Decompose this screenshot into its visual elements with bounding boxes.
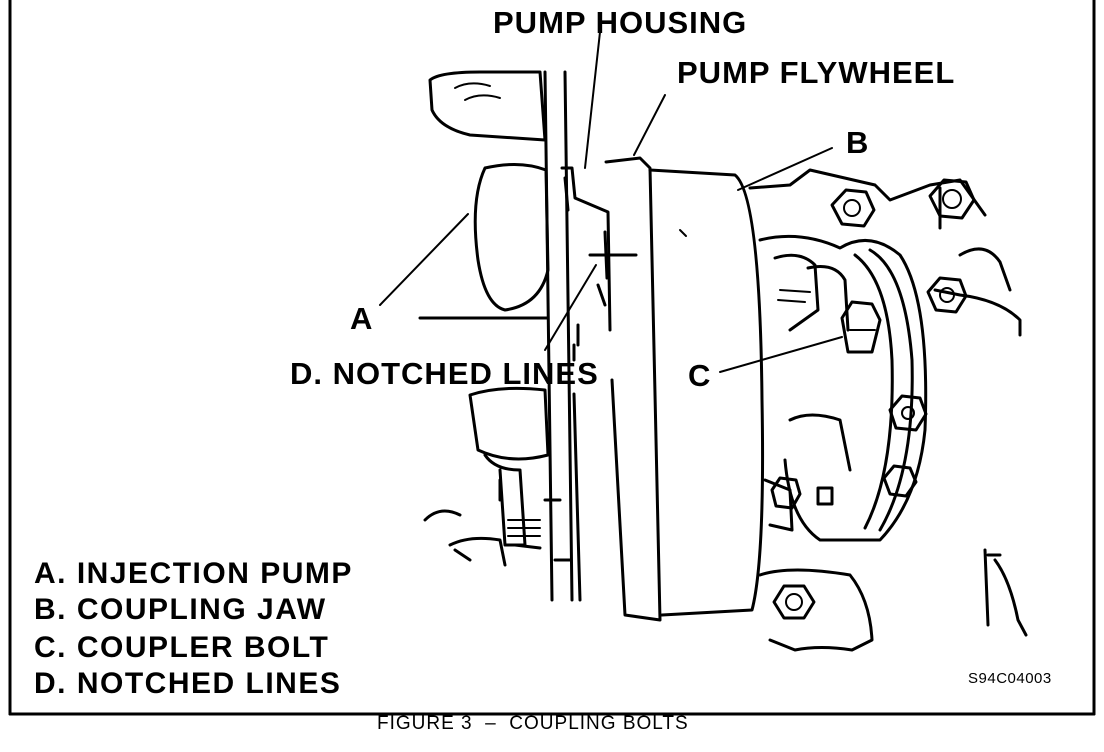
leader-c — [719, 336, 843, 373]
bolt-top-left — [830, 188, 876, 228]
legend-item-d: D. NOTCHED LINES — [34, 667, 341, 700]
figure-caption: FIGURE 3 – COUPLING BOLTS — [377, 713, 689, 734]
pump-housing-drawing — [560, 166, 638, 602]
callout-b-label: B — [846, 125, 869, 160]
bolt-bottom-right — [882, 464, 918, 498]
callout-a-label: A — [350, 301, 373, 336]
pump-flywheel-drawing — [604, 156, 765, 622]
legend: A. INJECTION PUMP B. COUPLING JAW C. COU… — [34, 557, 353, 700]
legend-item-c: C. COUPLER BOLT — [34, 631, 329, 664]
bolt-bottom-left — [770, 476, 802, 510]
legend-item-b: B. COUPLING JAW — [34, 593, 327, 626]
bolt-top-right — [928, 178, 976, 220]
callout-c-label: C — [688, 358, 711, 393]
leader-d — [544, 264, 597, 351]
notched-lines-label: D. NOTCHED LINES — [290, 356, 599, 391]
leader-b — [737, 147, 833, 191]
leader-lines — [379, 31, 843, 373]
legend-item-a: A. INJECTION PUMP — [34, 557, 353, 590]
injection-pump-drawing — [418, 70, 574, 602]
pump-flywheel-label: PUMP FLYWHEEL — [677, 55, 955, 90]
bolt-lower-middle — [888, 394, 928, 432]
coupler-bolt — [840, 300, 882, 354]
figure-frame — [8, 0, 1096, 716]
leader-pump-housing — [584, 31, 601, 169]
engine-bracket-drawing — [553, 548, 1028, 652]
leader-a — [379, 213, 469, 306]
figure-code: S94C04003 — [968, 670, 1052, 687]
pump-housing-label: PUMP HOUSING — [493, 5, 747, 40]
bolt-right — [926, 276, 968, 314]
bolt-lower-frame — [772, 584, 816, 620]
bolts-drawing — [770, 178, 976, 620]
leader-pump-flywheel — [633, 94, 666, 156]
